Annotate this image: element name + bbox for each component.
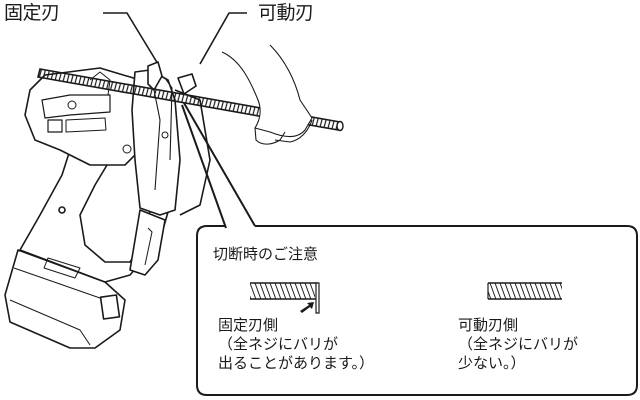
rod-diagram-moving-side [487,282,562,300]
rod-diagram-fixed-side [250,282,320,314]
callout-pointer [181,102,256,229]
moving-side-line2: 少ない。） [458,354,526,372]
moving-side-heading: 可動刃側 [458,316,519,334]
burr-arrow-icon [300,302,314,313]
leader-moving-blade [199,12,247,65]
fixed-side-line1: （全ネジにバリが [218,335,339,353]
callout-title: 切断時のご注意 [213,245,319,263]
fixed-side-line2: 出ることがあります。） [218,354,375,372]
cutter-tool [4,61,211,349]
fixed-side-heading: 固定刃側 [218,316,279,334]
hand [221,44,313,145]
leader-fixed-blade [103,12,159,65]
moving-side-caption: 可動刃側 （全ネジにバリが 少ない。） [458,316,578,373]
callout-box [196,225,638,396]
fixed-blade-label: 固定刃 [4,2,60,24]
moving-blade-label: 可動刃 [258,2,314,24]
fixed-side-caption: 固定刃側 （全ネジにバリが 出ることがあります。） [218,316,374,373]
moving-side-line1: （全ネジにバリが [458,335,579,353]
